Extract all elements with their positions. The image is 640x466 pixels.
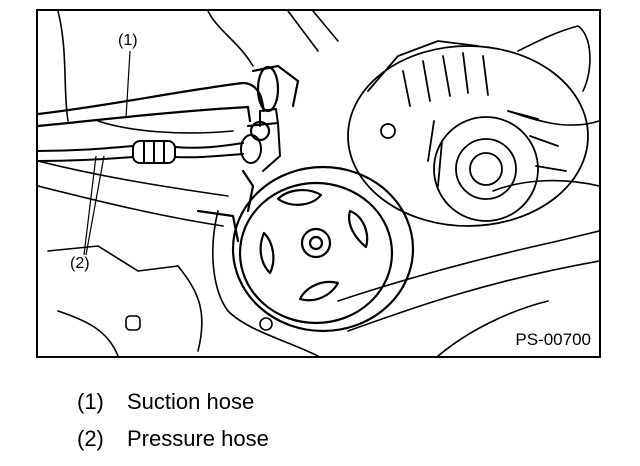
legend-number: (1) — [77, 389, 104, 414]
callout-1: (1) — [118, 32, 138, 49]
legend-number: (2) — [77, 426, 104, 451]
technical-illustration: (1) (2) PS-00700 — [36, 9, 601, 358]
alternator — [347, 40, 589, 227]
legend-item-suction-hose: (1) Suction hose — [77, 390, 254, 414]
legend-label: Suction hose — [127, 389, 255, 414]
engine-drawing — [38, 11, 599, 356]
legend-label: Pressure hose — [127, 426, 269, 451]
pump-pulley — [196, 120, 415, 333]
pressure-hose — [38, 108, 281, 172]
legend-item-pressure-hose: (2) Pressure hose — [77, 427, 269, 451]
figure-code: PS-00700 — [515, 330, 591, 349]
callout-2: (2) — [70, 255, 90, 272]
engine-block-lines — [38, 11, 599, 356]
